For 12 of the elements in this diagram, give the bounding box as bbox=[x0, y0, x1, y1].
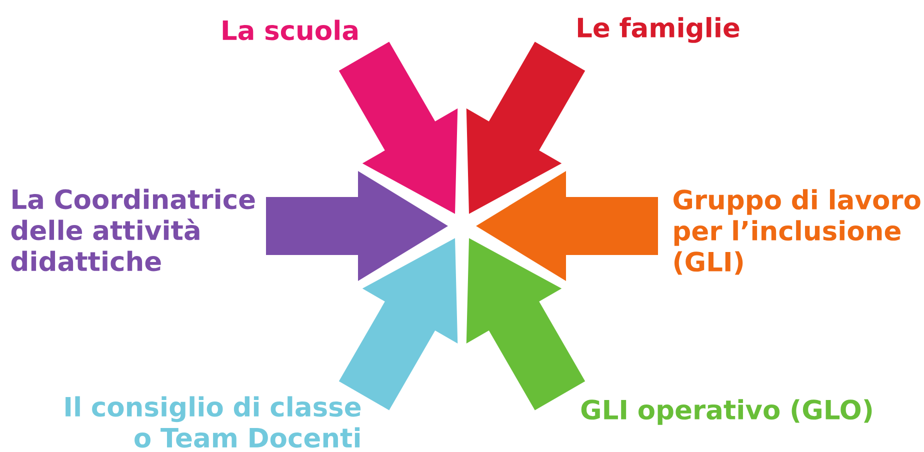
block-arrow bbox=[266, 171, 448, 281]
label-text: La scuola bbox=[222, 20, 358, 40]
block-arrow bbox=[338, 42, 458, 214]
block-arrow bbox=[466, 42, 586, 214]
label-text: GLI operativo (GLO) bbox=[581, 399, 872, 425]
block-arrow bbox=[476, 171, 658, 281]
block-arrow bbox=[466, 238, 586, 410]
label-text: La Coordinatrice delle attività didattiche bbox=[11, 188, 255, 272]
label-text: Le famiglie bbox=[578, 17, 740, 43]
label-text: Gruppo di lavoro per l’inclusione (GLI) bbox=[674, 189, 920, 275]
block-arrow bbox=[338, 238, 458, 410]
label-text: Il consiglio di classe o Team Docenti bbox=[66, 396, 361, 448]
